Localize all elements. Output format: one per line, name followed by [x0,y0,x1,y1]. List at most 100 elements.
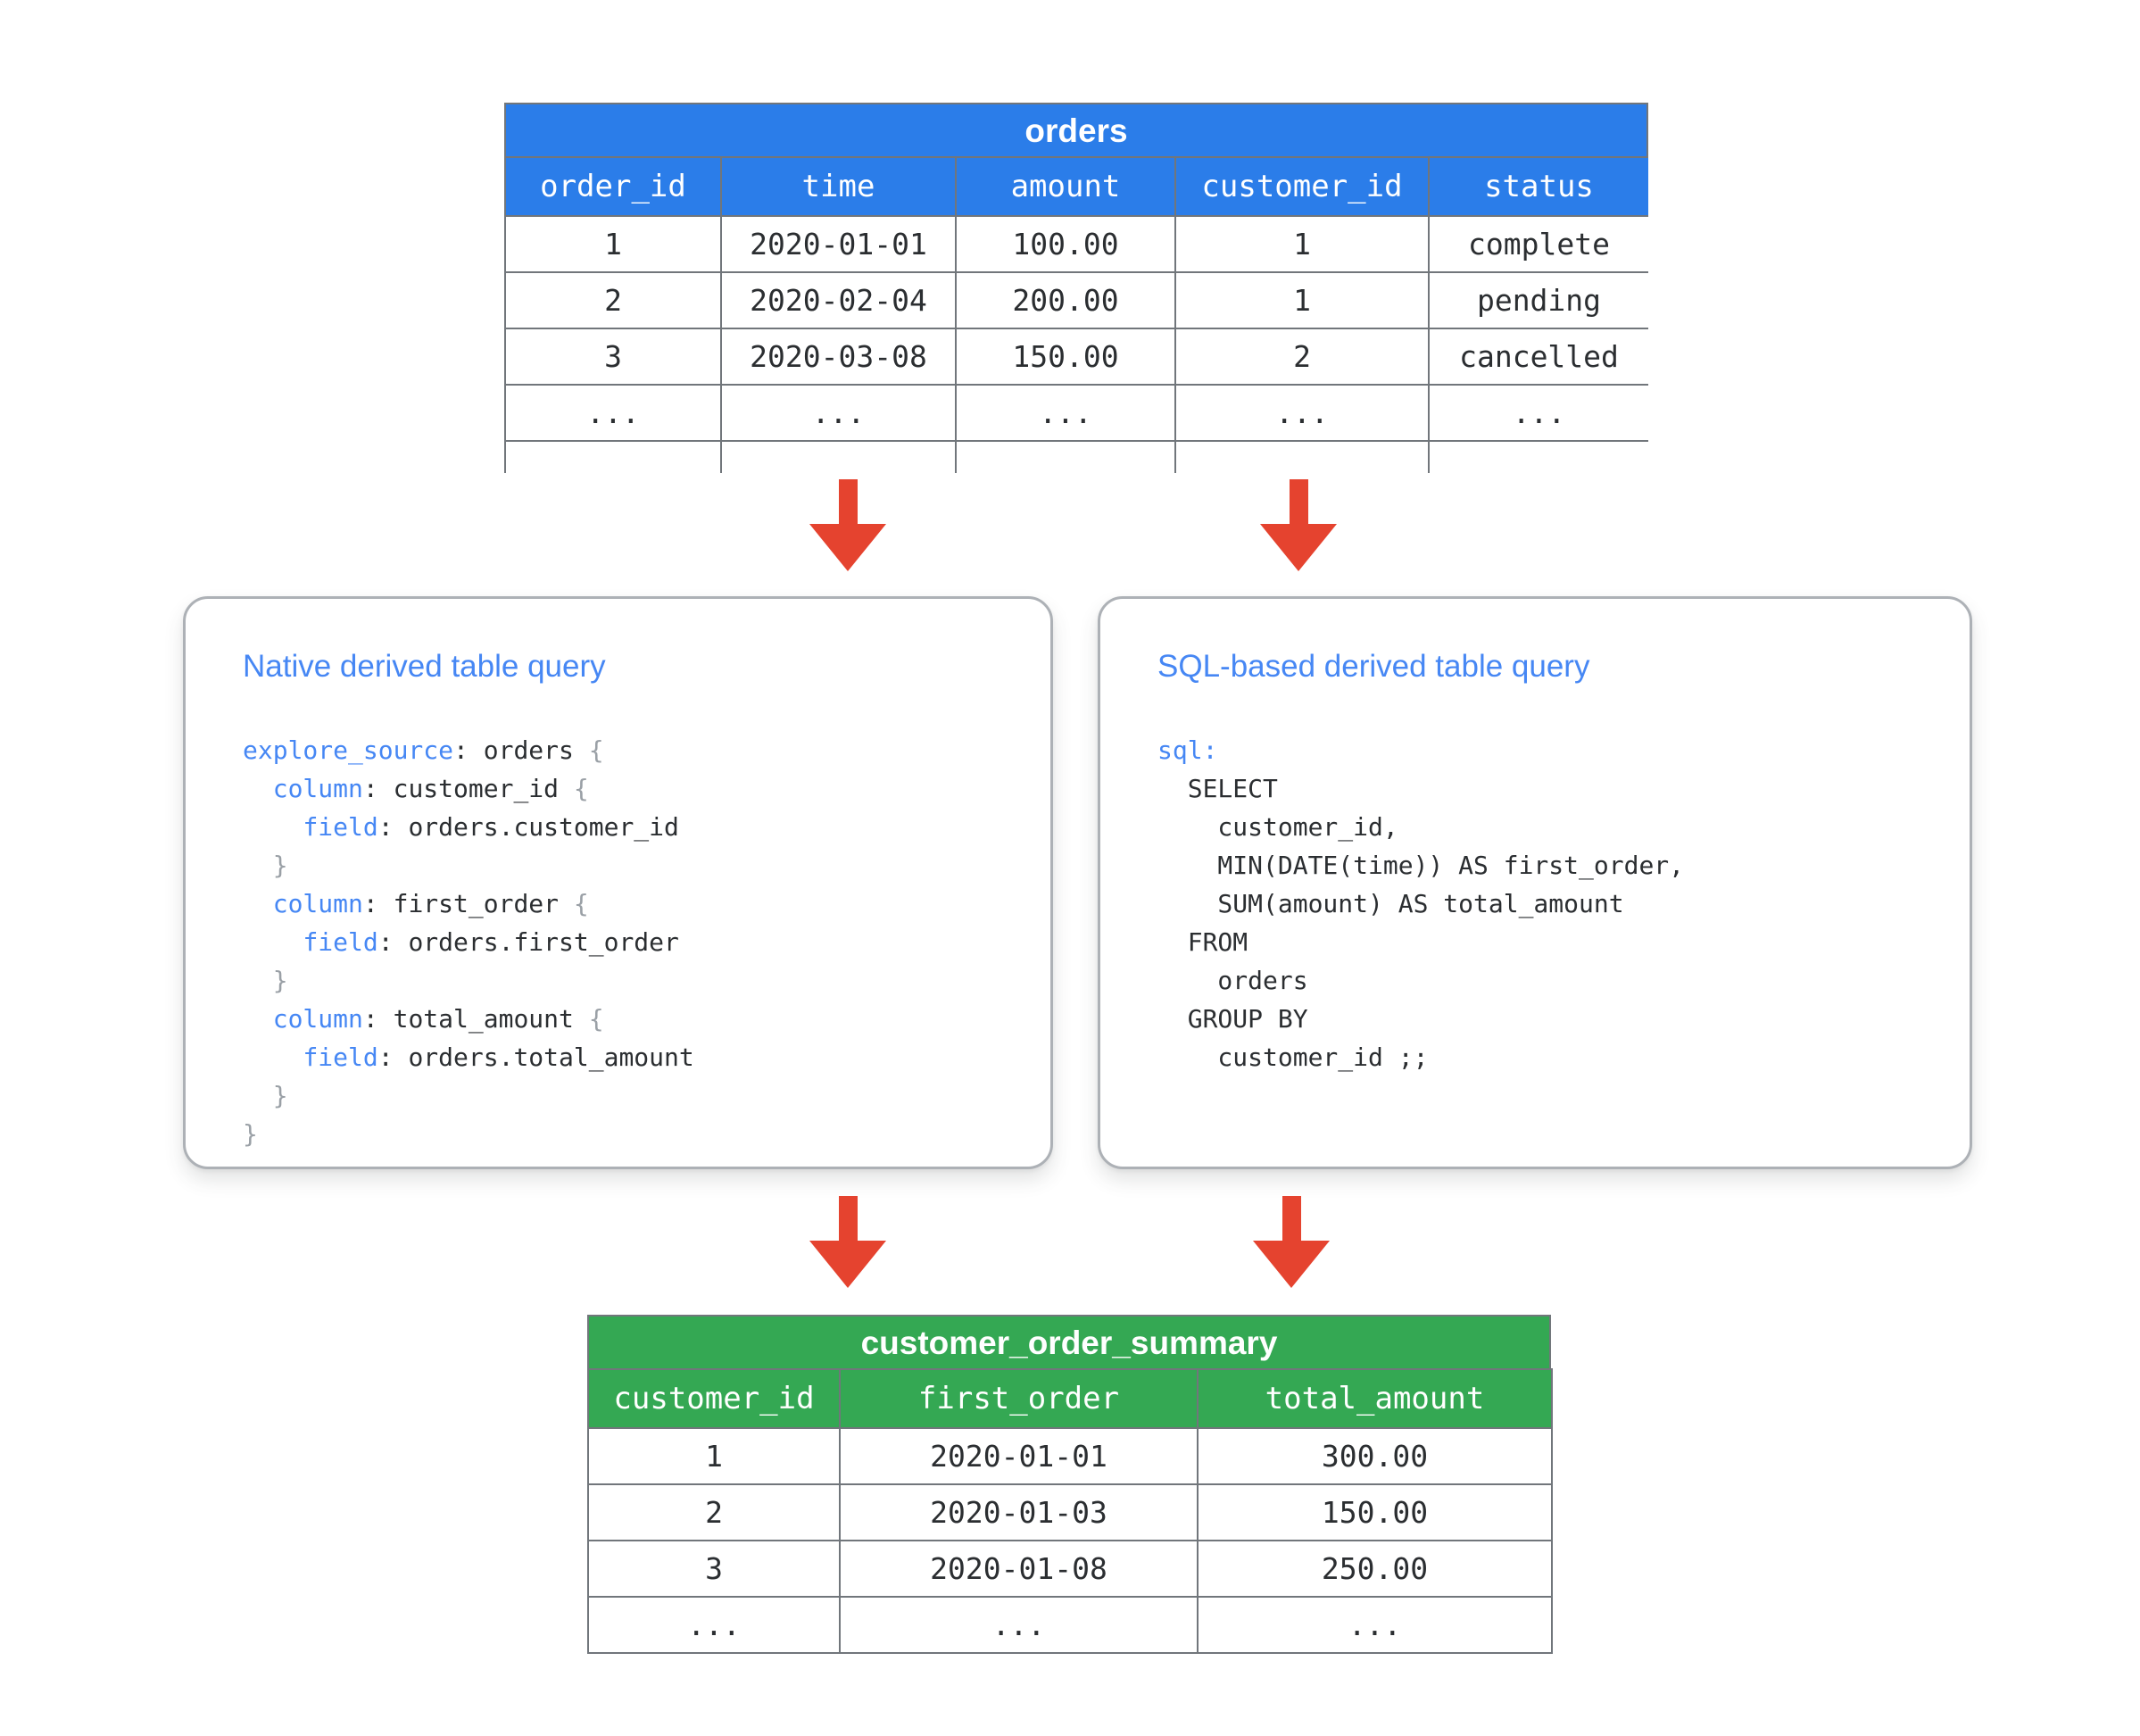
table-cell: 3 [504,328,722,386]
table-cell: 1 [587,1427,841,1485]
arrow-shaft [838,479,858,524]
code-line: column: total_amount { [272,1004,604,1034]
table-cell: 2020-01-03 [839,1483,1199,1541]
code-line: customer_id, [1157,812,1398,842]
arrow-shaft [1289,479,1308,524]
code-line: MIN(DATE(time)) AS first_order, [1157,851,1685,880]
table-cell: 2020-01-01 [720,215,957,273]
arrow-head [1260,524,1337,571]
native-box-code: explore_source: orders { column: custome… [243,731,1006,1153]
code-line: SELECT [1157,774,1278,803]
table-cell: 250.00 [1197,1540,1553,1598]
table-row [504,440,1648,473]
code-line: FROM [1157,927,1248,957]
summary-table-title: customer_order_summary [587,1315,1551,1370]
code-line: SUM(amount) AS total_amount [1157,889,1624,918]
code-line: orders [1157,966,1308,995]
table-cell: 2020-01-08 [839,1540,1199,1598]
column-header: customer_id [1174,156,1430,217]
sql-box-code: sql: SELECT customer_id, MIN(DATE(time))… [1157,731,1925,1076]
table-cell: ... [504,384,722,442]
table-cell: 200.00 [955,271,1176,329]
table-cell [1174,440,1430,473]
code-line: field: orders.first_order [303,927,679,957]
code-line: } [243,1081,288,1110]
table-row: ......... [587,1596,1553,1654]
table-cell: 2020-03-08 [720,328,957,386]
table-cell: complete [1428,215,1648,273]
arrow-shaft [838,1196,858,1241]
column-header: customer_id [587,1368,841,1429]
sql-derived-table-box: SQL-based derived table query sql: SELEC… [1098,596,1972,1169]
table-cell: 2020-01-01 [839,1427,1199,1485]
table-cell: 2 [1174,328,1430,386]
table-cell: 2 [504,271,722,329]
column-header: amount [955,156,1176,217]
table-cell: ... [1174,384,1430,442]
down-arrow-icon [1253,1196,1330,1288]
column-header: order_id [504,156,722,217]
code-line: } [243,851,288,880]
table-cell: 300.00 [1197,1427,1553,1485]
column-header: time [720,156,957,217]
table-cell: 1 [504,215,722,273]
table-cell: ... [1428,384,1648,442]
table-row: ............... [504,384,1648,442]
down-arrow-icon [809,479,886,571]
code-line: column: customer_id { [272,774,589,803]
code-line: customer_id ;; [1157,1042,1429,1072]
table-cell: pending [1428,271,1648,329]
table-cell: 150.00 [1197,1483,1553,1541]
table-cell: ... [587,1596,841,1654]
table-cell: ... [955,384,1176,442]
table-cell: 2020-02-04 [720,271,957,329]
table-cell [1428,440,1648,473]
code-line: explore_source: orders { [243,735,604,765]
code-line: column: first_order { [272,889,589,918]
table-cell: 150.00 [955,328,1176,386]
code-line: } [243,966,288,995]
code-line: GROUP BY [1157,1004,1308,1034]
code-line: field: orders.customer_id [303,812,679,842]
code-line: sql: [1157,735,1218,765]
table-cell: 2 [587,1483,841,1541]
arrow-head [1253,1241,1330,1288]
down-arrow-icon [1260,479,1337,571]
table-cell: 100.00 [955,215,1176,273]
code-line: field: orders.total_amount [303,1042,694,1072]
sql-box-title: SQL-based derived table query [1157,649,1590,684]
table-cell: 1 [1174,271,1430,329]
table-cell: ... [720,384,957,442]
table-cell: 1 [1174,215,1430,273]
down-arrow-icon [809,1196,886,1288]
table-cell [720,440,957,473]
arrow-head [809,524,886,571]
table-cell: ... [1197,1596,1553,1654]
column-header: total_amount [1197,1368,1553,1429]
arrow-shaft [1282,1196,1301,1241]
column-header: status [1428,156,1648,217]
native-box-title: Native derived table query [243,649,606,684]
orders-table-title: orders [504,103,1648,158]
native-derived-table-box: Native derived table query explore_sourc… [183,596,1053,1169]
arrow-head [809,1241,886,1288]
table-cell: cancelled [1428,328,1648,386]
table-cell [504,440,722,473]
code-line: } [243,1119,258,1149]
table-cell: ... [839,1596,1199,1654]
column-header: first_order [839,1368,1199,1429]
table-cell [955,440,1176,473]
